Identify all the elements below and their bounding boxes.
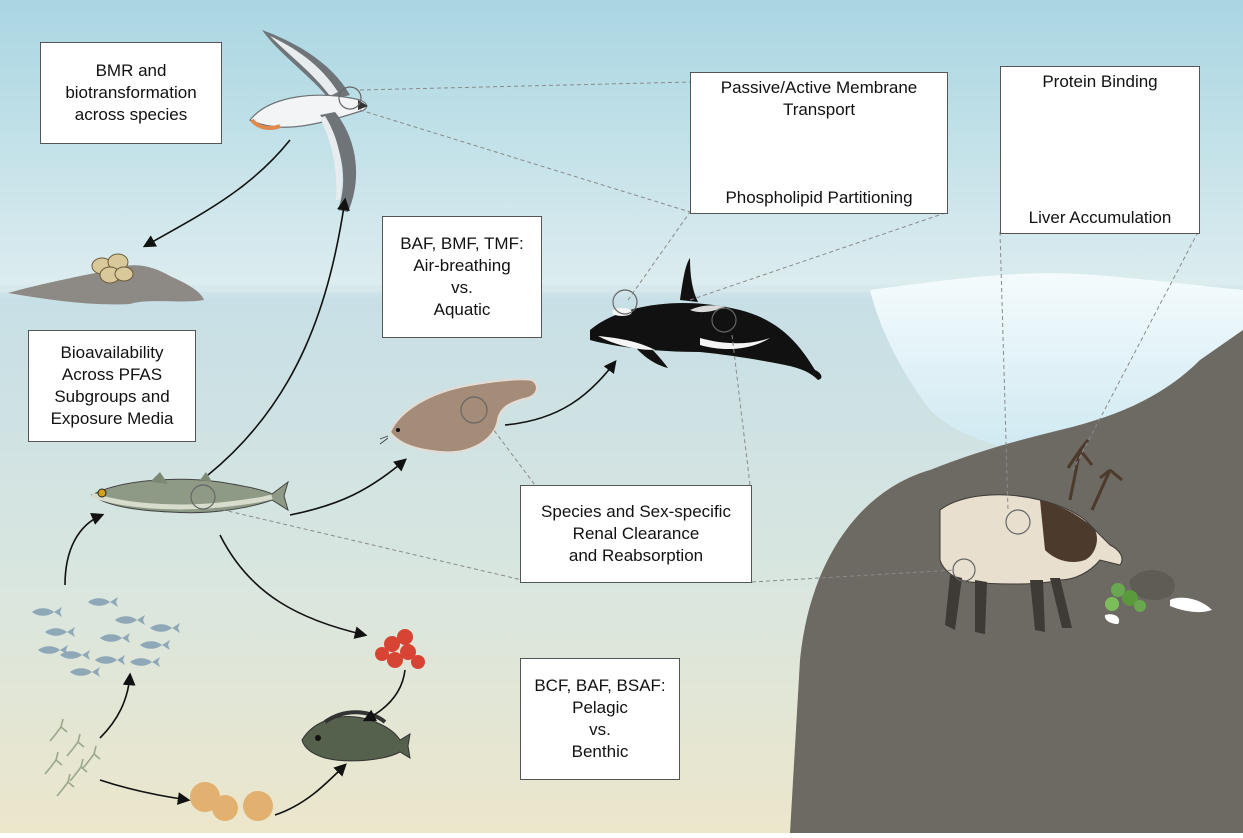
protein-binding-title: Protein Binding [1042,71,1157,93]
baf-bmf-tmf-label: BAF, BMF, TMF: Air-breathing vs. Aquatic [400,233,523,321]
protein-binding-box: Protein Binding Liver Accumulation [1000,66,1200,234]
membrane-transport-title: Passive/Active Membrane Transport [721,77,918,121]
baf-bmf-tmf-box: BAF, BMF, TMF: Air-breathing vs. Aquatic [382,216,542,338]
membrane-transport-box: Passive/Active Membrane Transport Phosph… [690,72,948,214]
bcf-baf-bsaf-label: BCF, BAF, BSAF: Pelagic vs. Benthic [534,675,665,763]
phospholipid-partitioning-label: Phospholipid Partitioning [725,187,912,209]
bioavailability-label: Bioavailability Across PFAS Subgroups an… [51,342,174,430]
renal-clearance-label: Species and Sex-specific Renal Clearance… [541,501,731,567]
liver-accumulation-label: Liver Accumulation [1029,207,1172,229]
bmr-label: BMR and biotransformation across species [65,60,196,126]
bcf-baf-bsaf-box: BCF, BAF, BSAF: Pelagic vs. Benthic [520,658,680,780]
bmr-label-box: BMR and biotransformation across species [40,42,222,144]
renal-clearance-box: Species and Sex-specific Renal Clearance… [520,485,752,583]
bioavailability-box: Bioavailability Across PFAS Subgroups an… [28,330,196,442]
